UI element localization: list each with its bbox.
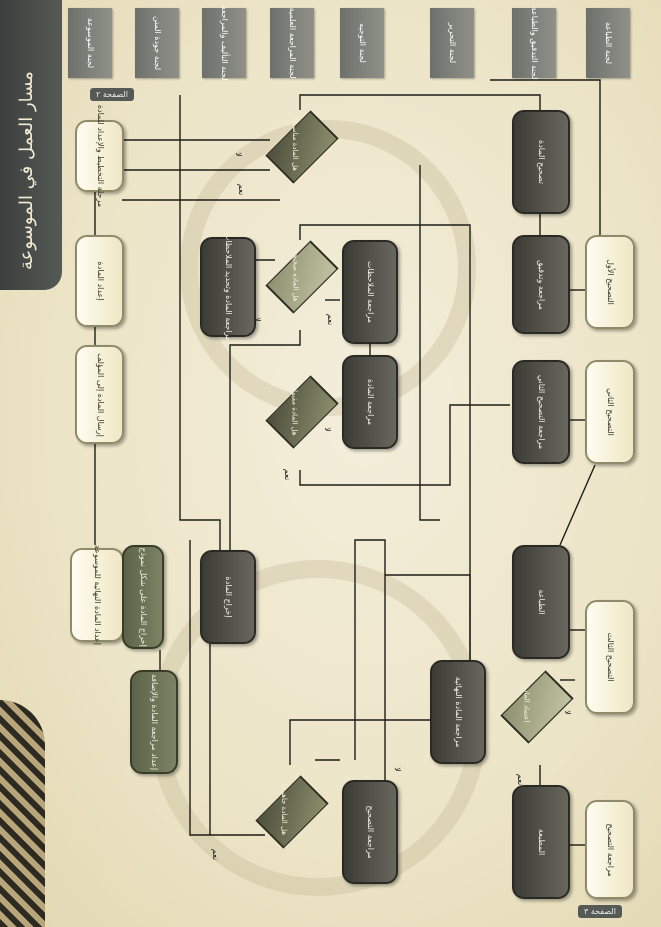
edge-label-yes: نعم: [516, 773, 526, 786]
column-header: لجنة الموسوعة: [68, 8, 112, 78]
edge-label-no: لا: [322, 427, 332, 432]
flow-node: إخراج المادة على شكل نموذج: [122, 545, 164, 649]
flow-node: إرسال المادة إلى المؤلف: [75, 345, 124, 444]
flow-node: إخراج المادة: [200, 550, 256, 644]
decision-label: اعتماد المادة: [522, 685, 531, 723]
edge-label-no: لا: [252, 317, 262, 322]
flow-node: التصحيح الثاني: [585, 360, 635, 464]
decision-label: هل المادة جاهزة؟: [279, 783, 288, 835]
title-band: مسار العمل في الموسوعة: [0, 0, 62, 290]
flow-node: مراجعة المادة: [342, 355, 398, 449]
column-header: لجنة التحرير: [430, 8, 474, 78]
column-header: لجنة التأليف والمراجعة: [202, 6, 246, 80]
column-header: لجنة التوجيه: [340, 8, 384, 78]
flow-node: مراجعة وتدقيق: [512, 235, 570, 334]
flow-node: تصحيح المادة: [512, 110, 570, 214]
edge-label-yes: نعم: [211, 848, 221, 861]
flow-node: الطباعة: [512, 545, 570, 659]
flow-node: التصحيح الثالث: [585, 600, 635, 714]
flow-node: مرحلة التخطيط والإعداد للمادة: [75, 105, 124, 207]
column-header: لجنة التدقيق والطباعة: [512, 7, 556, 79]
edge-label-yes: نعم: [326, 313, 336, 326]
column-header: لجنة الطباعة: [586, 8, 630, 78]
edge-label-no: لا: [562, 710, 572, 715]
flow-node: المطبعة: [512, 785, 570, 899]
flow-node: إعداد مراجعة المادة والإضافة: [130, 670, 178, 774]
edge-label-yes: نعم: [237, 183, 247, 196]
column-header: لجنة المراجعة العلمية: [270, 8, 314, 78]
flow-node: مراجعة الملاحظات: [342, 240, 398, 344]
flow-node: مراجعة التصحيح الثاني: [512, 360, 570, 464]
edge-label-yes: نعم: [283, 468, 293, 481]
page-number-top: الصفحة ٢: [90, 88, 134, 101]
column-header: لجنة جودة المتن: [135, 8, 179, 78]
decision-label: هل المادة مقبولة؟: [290, 382, 299, 436]
flow-node: مراجعة المادة النهائية: [430, 660, 486, 764]
flow-node: التصحيح الأول: [585, 235, 635, 329]
decision-label: هل المادة صحيحة؟: [291, 246, 300, 302]
edge-label-no: لا: [233, 152, 243, 157]
flow-node: مراجعة التصحيح: [342, 780, 398, 884]
flow-node: إعداد المادة: [75, 235, 124, 327]
edge-label-no: لا: [392, 767, 402, 772]
page-number-bottom: الصفحة ٣: [578, 905, 622, 918]
flow-node: إعداد المادة النهائية للموسوعة: [70, 545, 124, 645]
flow-node: مراجعة المادة وتحديد الملاحظات: [200, 233, 256, 341]
flow-node: مراجعة التصحيح: [585, 800, 635, 899]
decision-label: هل المادة مناسبة؟: [290, 117, 299, 171]
decorative-pattern: [0, 700, 45, 927]
